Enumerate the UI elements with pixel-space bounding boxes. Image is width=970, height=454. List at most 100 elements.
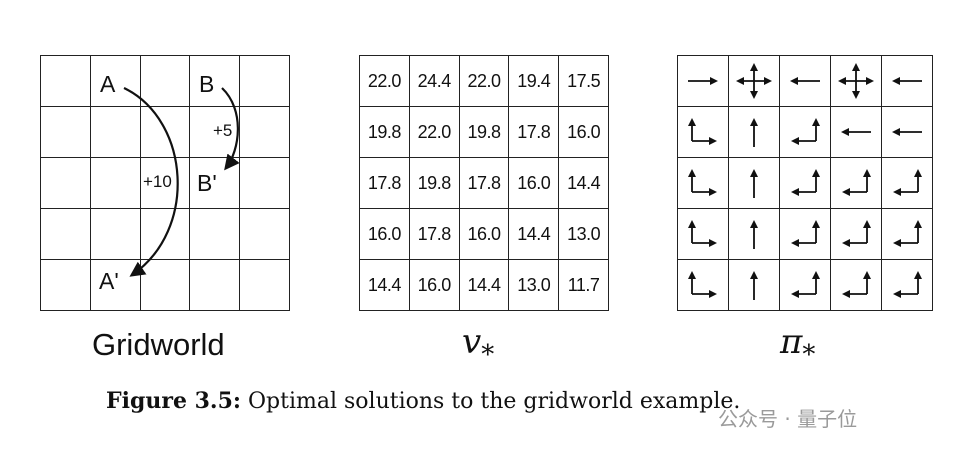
- left-arrowhead: [842, 239, 850, 247]
- right-arrowhead: [866, 77, 874, 85]
- value-cell: 17.8: [359, 157, 410, 209]
- policy-cell: [779, 259, 831, 311]
- policy-row: [677, 106, 933, 158]
- left-arrowhead: [892, 77, 900, 85]
- up-left-arrow-icon: [791, 220, 820, 247]
- left-arrow-icon: [892, 77, 922, 85]
- right-arrowhead: [710, 77, 718, 85]
- value-cell: 19.4: [508, 55, 560, 107]
- up-right-arrow-icon: [688, 271, 717, 298]
- gridworld-cell: [40, 106, 91, 158]
- left-arrow-icon: [790, 77, 820, 85]
- policy-cell: [728, 259, 780, 311]
- value-cell: 16.0: [359, 208, 410, 260]
- up-arrowhead: [812, 118, 820, 126]
- all-directions-arrow-icon: [838, 63, 874, 99]
- value-cell: 14.4: [359, 259, 410, 311]
- policy-cell: [677, 106, 729, 158]
- gridworld-cell: [139, 106, 191, 158]
- up-arrow-icon: [750, 271, 758, 300]
- up-right-arrow-icon: [688, 118, 717, 145]
- value-cell: 19.8: [458, 106, 510, 158]
- up-left-arrow-icon: [791, 169, 820, 196]
- value-title: v*: [462, 322, 494, 370]
- policy-row: [677, 259, 933, 311]
- up-arrowhead: [688, 118, 696, 126]
- watermark-text: 公众号 · 量子位: [718, 407, 858, 431]
- left-arrowhead: [893, 290, 901, 298]
- policy-cell: [779, 157, 831, 209]
- gridworld-cell: [89, 157, 141, 209]
- policy-cell: [677, 157, 729, 209]
- value-cell: 22.0: [408, 106, 460, 158]
- value-cell: 19.8: [408, 157, 460, 209]
- gridworld-cell: [40, 208, 91, 260]
- up-left-arrow-icon: [842, 169, 871, 196]
- gridworld-cell: [239, 55, 290, 107]
- caption-text: Optimal solutions to the gridworld examp…: [241, 389, 741, 414]
- left-arrowhead: [791, 188, 799, 196]
- state-a-label: A: [100, 71, 116, 97]
- up-left-arrow-icon: [842, 220, 871, 247]
- up-arrowhead: [914, 169, 922, 177]
- policy-cell: [728, 208, 780, 260]
- up-right-arrow-icon: [688, 169, 717, 196]
- left-arrow-icon: [892, 128, 922, 136]
- gridworld-cell: [189, 208, 241, 260]
- policy-cell: [779, 55, 831, 107]
- gridworld-cell: [139, 259, 191, 311]
- gridworld-cell: [189, 259, 241, 311]
- value-cell: 16.0: [508, 157, 560, 209]
- value-cell: 14.4: [508, 208, 560, 260]
- policy-row: [677, 157, 933, 209]
- gridworld-cell: [40, 55, 91, 107]
- value-cell: 14.4: [558, 157, 609, 209]
- left-arrowhead: [790, 77, 798, 85]
- up-arrowhead: [750, 118, 758, 126]
- policy-cell: [881, 157, 933, 209]
- down-arrowhead: [852, 91, 860, 99]
- gridworld-cell: [239, 106, 290, 158]
- up-left-arrow-icon: [791, 118, 820, 145]
- watermark: 公众号 · 量子位: [718, 403, 857, 432]
- policy-cell: [881, 259, 933, 311]
- up-arrowhead: [688, 220, 696, 228]
- policy-grid: [677, 55, 933, 311]
- policy-cell: [677, 259, 729, 311]
- value-title-subscript: *: [481, 340, 495, 370]
- value-cell: 13.0: [558, 208, 609, 260]
- gridworld-cell: [40, 259, 91, 311]
- policy-cell: [830, 55, 882, 107]
- left-arrowhead: [791, 290, 799, 298]
- value-cell: 16.0: [558, 106, 609, 158]
- left-arrowhead: [893, 188, 901, 196]
- value-cell: 13.0: [508, 259, 560, 311]
- gridworld-cell: [239, 259, 290, 311]
- right-arrowhead: [709, 137, 717, 145]
- figure-caption: Figure 3.5: Optimal solutions to the gri…: [106, 388, 740, 414]
- policy-cell: [881, 55, 933, 107]
- up-left-arrow-icon: [842, 271, 871, 298]
- left-arrowhead: [892, 128, 900, 136]
- down-arrowhead: [750, 91, 758, 99]
- up-left-arrow-icon: [893, 220, 922, 247]
- state-a-prime-label: A': [99, 268, 119, 294]
- up-arrowhead: [750, 169, 758, 177]
- policy-cell: [830, 106, 882, 158]
- up-arrowhead: [750, 271, 758, 279]
- left-arrowhead: [893, 239, 901, 247]
- value-cell: 17.8: [458, 157, 510, 209]
- policy-title-symbol: π: [780, 322, 803, 362]
- up-right-arrow-icon: [688, 220, 717, 247]
- right-arrow-icon: [688, 77, 718, 85]
- policy-cell: [881, 106, 933, 158]
- up-arrowhead: [750, 63, 758, 71]
- gridworld-row: [40, 55, 290, 107]
- gridworld-cell: [139, 208, 191, 260]
- left-arrowhead: [736, 77, 744, 85]
- policy-cell: [779, 106, 831, 158]
